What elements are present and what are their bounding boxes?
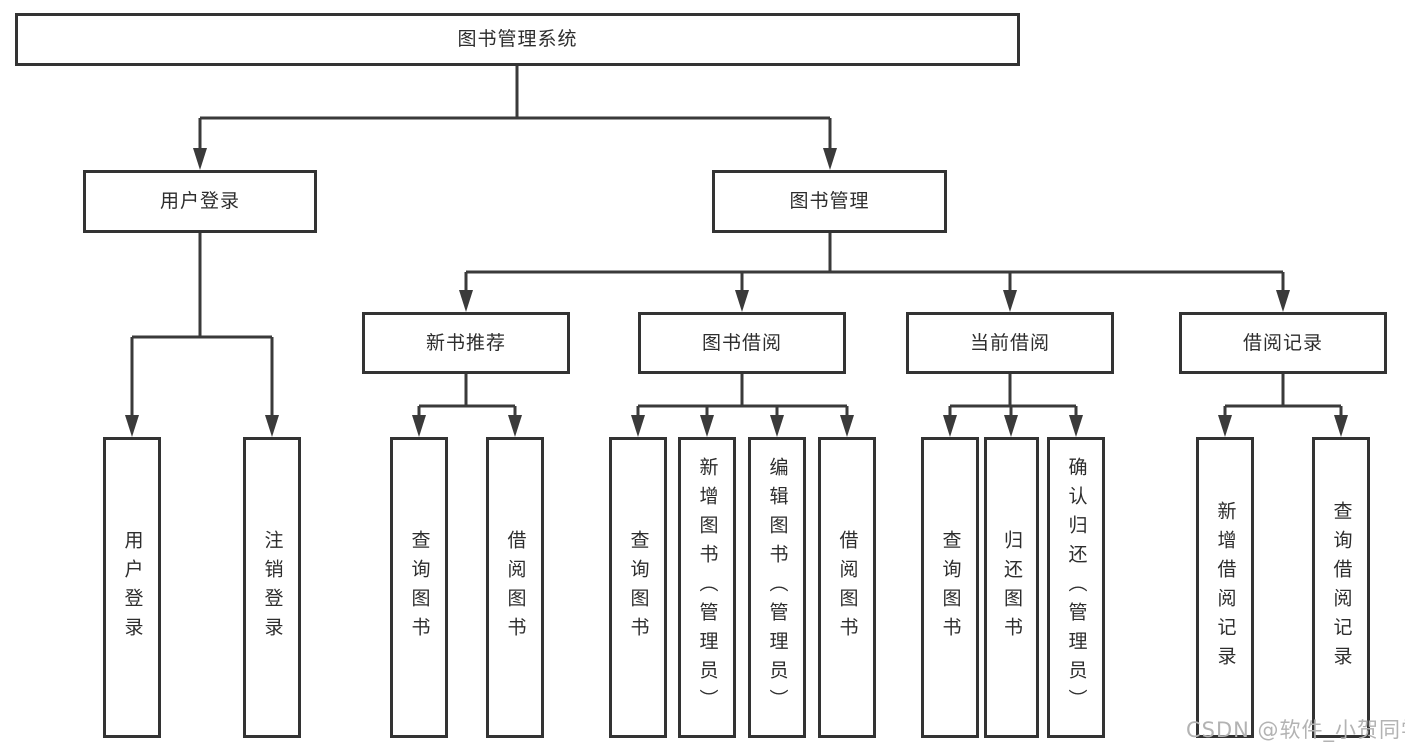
node-label: 当前借阅 [969, 331, 1050, 354]
leaf-label: 归还图书 [1001, 529, 1023, 646]
leaf-add-books-admin: 新增图书（管理员） [678, 437, 736, 738]
leaf-return-books: 归还图书 [984, 437, 1039, 738]
arrowhead [1069, 415, 1083, 437]
node-label: 图书管理 [789, 190, 870, 212]
leaf-label: 查询图书 [408, 529, 431, 646]
arrowhead [125, 415, 139, 437]
leaf-label: 编辑图书（管理员） [766, 457, 789, 718]
node-label: 图书借阅 [701, 331, 782, 354]
leaf-label: 用户登录 [121, 529, 144, 646]
arrowhead [1334, 415, 1348, 437]
leaf-user-login: 用户登录 [103, 437, 161, 738]
node-user-login: 用户登录 [83, 170, 317, 233]
arrowhead [412, 415, 426, 437]
leaf-label: 借阅图书 [504, 529, 527, 646]
leaf-label: 确认归还（管理员） [1065, 457, 1088, 718]
edge-current-borrow-to-leaves [948, 374, 1078, 417]
leaf-query-books-current: 查询图书 [921, 437, 979, 738]
arrowhead [1276, 290, 1290, 312]
node-label: 用户登录 [159, 190, 240, 212]
leaf-borrow-books: 借阅图书 [818, 437, 876, 738]
leaf-label: 新增借阅记录 [1214, 500, 1237, 675]
arrowhead [770, 415, 784, 437]
arrowhead [823, 148, 837, 170]
leaf-logout: 注销登录 [243, 437, 301, 738]
leaf-label: 查询图书 [627, 529, 650, 646]
node-book-borrow: 图书借阅 [638, 312, 846, 374]
leaf-label: 查询借阅记录 [1330, 500, 1353, 675]
node-label: 新书推荐 [425, 331, 506, 354]
arrowhead [631, 415, 645, 437]
arrowhead [508, 415, 522, 437]
node-borrow-records: 借阅记录 [1179, 312, 1387, 374]
arrowhead [265, 415, 279, 437]
arrowhead [459, 290, 473, 312]
node-current-borrow: 当前借阅 [906, 312, 1114, 374]
leaf-query-books-borrow: 查询图书 [609, 437, 667, 738]
leaf-label: 新增图书（管理员） [696, 457, 719, 718]
node-root-system: 图书管理系统 [15, 13, 1020, 66]
arrowhead [1003, 290, 1017, 312]
arrowhead [193, 148, 207, 170]
leaf-add-borrow-record: 新增借阅记录 [1196, 437, 1254, 738]
leaf-borrow-books-recommend: 借阅图书 [486, 437, 544, 738]
arrowhead [943, 415, 957, 437]
leaf-label: 借阅图书 [836, 529, 859, 646]
edge-user-login-to-leaves [130, 233, 274, 417]
leaf-query-borrow-record: 查询借阅记录 [1312, 437, 1370, 738]
leaf-label: 注销登录 [261, 529, 284, 646]
arrowhead [1218, 415, 1232, 437]
arrowhead [700, 415, 714, 437]
node-book-management: 图书管理 [712, 170, 947, 233]
node-label: 借阅记录 [1242, 331, 1323, 354]
edge-book-management-to-level3 [464, 233, 1285, 292]
watermark: CSDN @软件_小贺同学 [1186, 718, 1405, 742]
arrowhead [1004, 415, 1018, 437]
arrowhead [840, 415, 854, 437]
leaf-confirm-return-admin: 确认归还（管理员） [1047, 437, 1105, 738]
node-new-book-recommend: 新书推荐 [362, 312, 570, 374]
leaf-label: 查询图书 [939, 529, 962, 646]
node-label: 图书管理系统 [457, 28, 578, 50]
leaf-query-books-recommend: 查询图书 [390, 437, 448, 738]
arrowhead [735, 290, 749, 312]
leaf-edit-books-admin: 编辑图书（管理员） [748, 437, 806, 738]
edge-root-to-level2 [198, 66, 832, 150]
edge-book-borrow-to-leaves [636, 374, 849, 417]
edge-new-book-recommend-to-leaves [417, 374, 517, 417]
edge-borrow-records-to-leaves [1223, 374, 1343, 417]
